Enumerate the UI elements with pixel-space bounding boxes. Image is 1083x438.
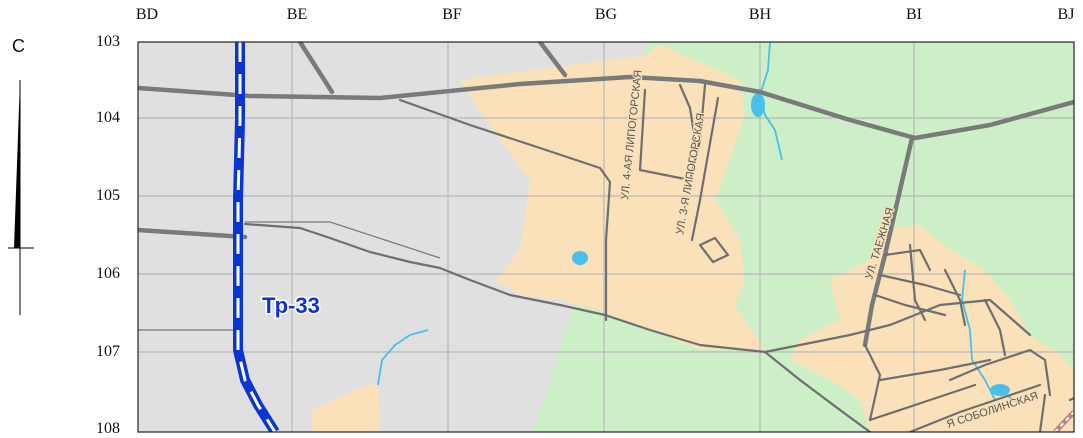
route-tr-33-label: Тр-33 — [262, 293, 320, 318]
pond-west — [572, 251, 588, 265]
north-arrow-label: С — [12, 36, 25, 56]
grid-column-label-be: BE — [286, 6, 308, 23]
minor-roads — [243, 83, 1074, 432]
pond-north — [751, 93, 765, 117]
grid-column-label-bg: BG — [594, 6, 618, 23]
grid-row-label-107: 107 — [96, 343, 120, 360]
grid-row-label-108: 108 — [96, 420, 120, 437]
grid-row-label-104: 104 — [96, 109, 120, 126]
railway-line — [1053, 410, 1074, 432]
residential-area-taezhnaya — [790, 225, 1074, 432]
thin-roads — [138, 221, 441, 331]
north-arrow-icon — [8, 80, 34, 315]
grid-column-label-bh: BH — [748, 6, 772, 23]
grid-lines — [138, 42, 1074, 432]
route-tr-33-line — [233, 42, 280, 432]
grid-column-label-bd: BD — [135, 6, 159, 23]
grid-column-label-bf: BF — [442, 6, 462, 23]
map-frame — [137, 41, 1075, 433]
grid-column-label-bi: BI — [906, 6, 922, 23]
grid-row-label-106: 106 — [96, 265, 120, 282]
pond-east — [990, 384, 1010, 396]
grid-row-label-103: 103 — [96, 33, 120, 50]
grid-row-label-105: 105 — [96, 187, 120, 204]
grid-column-label-bj: BJ — [1057, 6, 1075, 23]
residential-area-south — [312, 385, 380, 432]
